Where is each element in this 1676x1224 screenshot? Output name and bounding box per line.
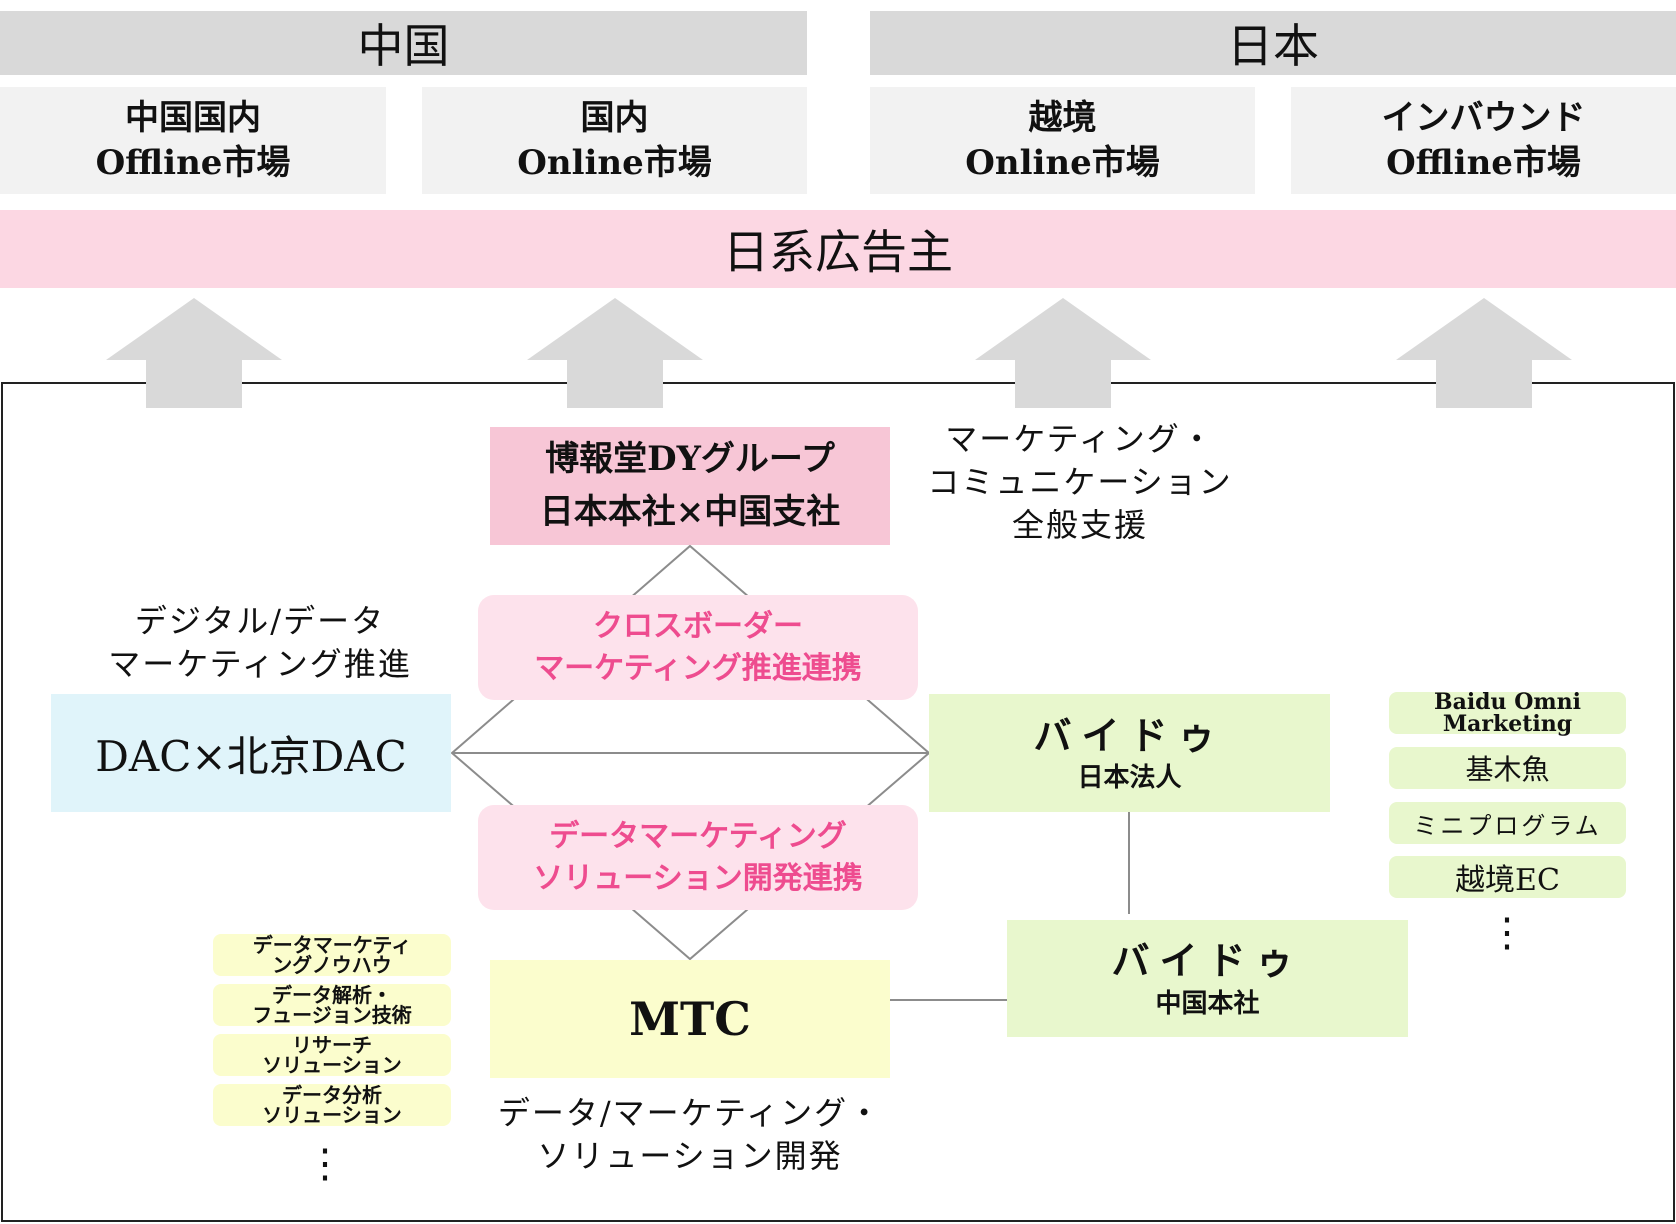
up-arrow-icon xyxy=(975,298,1151,408)
service-crossborder-ec: 越境EC xyxy=(1389,856,1626,898)
collab-line2: マーケティング推進連携 xyxy=(534,650,862,686)
service-label: 基木魚 xyxy=(1465,753,1550,786)
market-line1: 越境 xyxy=(1028,98,1097,139)
region-japan-label: 日本 xyxy=(1227,19,1319,73)
capabilities-more-ellipsis: ⋮ xyxy=(305,1141,345,1187)
collab-line1: データマーケティング xyxy=(549,818,847,854)
advertiser-label: 日系広告主 xyxy=(723,225,953,279)
caption-line: マーケティング・ xyxy=(945,420,1215,458)
market-line2: Offline市場 xyxy=(1386,142,1581,183)
dac-box: DAC×北京DAC xyxy=(51,694,451,812)
services-more-ellipsis: ⋮ xyxy=(1487,910,1527,956)
caption-line: コミュニケーション xyxy=(927,463,1233,502)
service-baidu-omni-marketing: Baidu Omni Marketing xyxy=(1389,689,1626,737)
data-marketing-solution-collaboration: データマーケティング ソリューション開発連携 xyxy=(478,805,918,910)
caption-line: 全般支援 xyxy=(1011,506,1148,545)
capability-line1: データ分析 xyxy=(282,1083,382,1107)
dac-label: DAC×北京DAC xyxy=(95,731,407,781)
capability-line1: データマーケティ xyxy=(252,933,412,957)
market-line2: Online市場 xyxy=(517,142,712,183)
dac-caption: デジタル/データ マーケティング推進 xyxy=(60,600,460,686)
service-label: ミニプログラム xyxy=(1413,811,1602,840)
japanese-advertisers-bar: 日系広告主 xyxy=(0,210,1676,288)
market-line2: Online市場 xyxy=(965,142,1160,183)
baidu-japan-name: バイドゥ xyxy=(1033,712,1226,758)
service-mini-program: ミニプログラム xyxy=(1389,802,1626,844)
caption-line: デジタル/データ xyxy=(134,602,386,640)
up-arrow-icon xyxy=(1396,298,1572,408)
baidu-china-name: バイドゥ xyxy=(1111,938,1304,984)
region-header-china: 中国 xyxy=(0,11,807,75)
service-line1: Baidu Omni xyxy=(1433,689,1582,715)
market-line1: インバウンド xyxy=(1381,98,1586,139)
capability-line2: ソリューション xyxy=(262,1053,402,1077)
capability-line2: ングノウハウ xyxy=(272,953,392,977)
capability-data-analysis-solution: データ分析 ソリューション xyxy=(213,1084,451,1126)
baidu-japan-box: バイドゥ 日本法人 xyxy=(929,694,1330,812)
capability-line2: フュージョン技術 xyxy=(252,1003,412,1027)
ecosystem-frame xyxy=(1,382,1675,1222)
hakuhodo-caption: マーケティング・ コミュニケーション 全般支援 xyxy=(900,418,1260,548)
market-line1: 国内 xyxy=(580,98,649,139)
region-header-japan: 日本 xyxy=(870,11,1676,75)
capability-line1: リサーチ xyxy=(292,1033,372,1057)
market-line2: Offline市場 xyxy=(95,142,291,183)
collab-line2: ソリューション開発連携 xyxy=(533,860,863,896)
caption-line: ソリューション開発 xyxy=(537,1137,843,1176)
hakuhodo-dy-group-box: 博報堂DYグループ 日本本社×中国支社 xyxy=(490,427,890,545)
capability-line1: データ解析・ xyxy=(272,983,392,1007)
market-crossborder-online: 越境 Online市場 xyxy=(870,87,1255,194)
region-china-label: 中国 xyxy=(357,19,450,73)
baidu-japan-sub: 日本法人 xyxy=(1077,763,1182,794)
market-china-offline: 中国国内 Offline市場 xyxy=(0,87,386,194)
caption-line: マーケティング推進 xyxy=(108,645,412,684)
market-inbound-offline: インバウンド Offline市場 xyxy=(1291,87,1676,194)
mtc-box: MTC xyxy=(490,960,890,1078)
crossborder-marketing-collaboration: クロスボーダー マーケティング推進連携 xyxy=(478,595,918,700)
caption-line: データ/マーケティング・ xyxy=(497,1094,883,1132)
up-arrow-icon xyxy=(106,298,282,408)
service-jimuyu: 基木魚 xyxy=(1389,747,1626,789)
capability-data-marketing-knowhow: データマーケティ ングノウハウ xyxy=(213,934,451,976)
capability-research-solution: リサーチ ソリューション xyxy=(213,1034,451,1076)
collab-line1: クロスボーダー xyxy=(593,608,803,644)
market-line1: 中国国内 xyxy=(125,98,261,139)
mtc-caption: データ/マーケティング・ ソリューション開発 xyxy=(470,1092,910,1178)
baidu-china-box: バイドゥ 中国本社 xyxy=(1007,920,1408,1037)
baidu-china-sub: 中国本社 xyxy=(1155,988,1260,1019)
capability-data-analysis-fusion: データ解析・ フュージョン技術 xyxy=(213,984,451,1026)
service-line2: Marketing xyxy=(1442,711,1573,737)
hakuhodo-line2: 日本本社×中国支社 xyxy=(539,492,841,532)
up-arrow-icon xyxy=(527,298,703,408)
hakuhodo-line1: 博報堂DYグループ xyxy=(545,439,835,480)
market-domestic-online: 国内 Online市場 xyxy=(422,87,807,194)
mtc-label: MTC xyxy=(629,992,751,1046)
capability-line2: ソリューション xyxy=(262,1103,402,1127)
service-label: 越境EC xyxy=(1455,863,1560,898)
